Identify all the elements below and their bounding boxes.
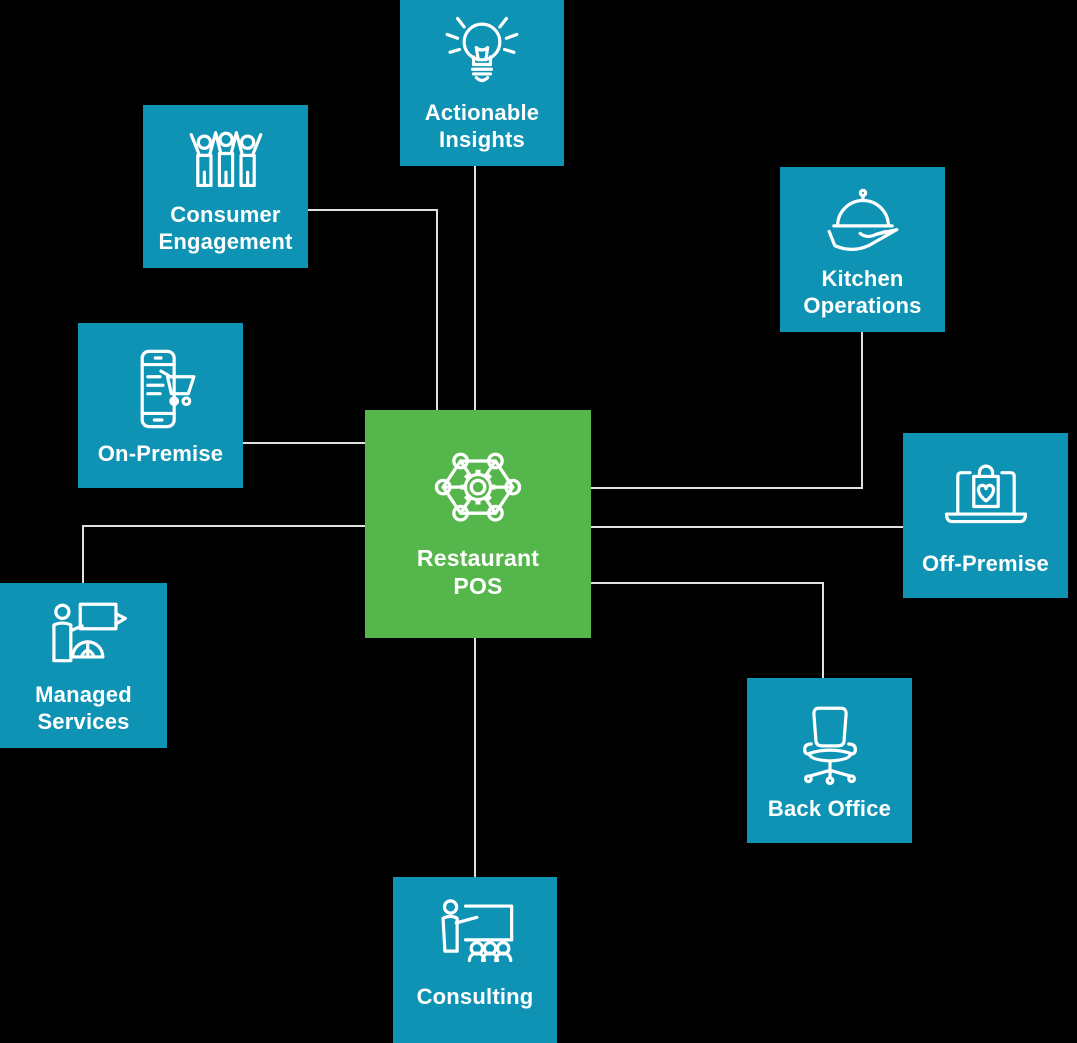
node-restaurant-pos: Restaurant POS <box>365 410 591 638</box>
people-highfive-icon <box>179 119 273 202</box>
node-on-premise: On-Premise <box>78 323 243 488</box>
connector-back-office-v <box>822 582 824 678</box>
lightbulb-icon <box>435 14 529 100</box>
connector-consulting <box>474 638 476 877</box>
connector-consumer-engagement-h <box>308 209 438 211</box>
node-label: On-Premise <box>97 441 224 467</box>
node-off-premise: Off-Premise <box>903 433 1068 598</box>
connector-consumer-engagement-v <box>436 209 438 412</box>
connector-kitchen-operations-h <box>591 487 863 489</box>
phone-cart-icon <box>114 337 208 441</box>
node-managed-services: Managed Services <box>0 583 167 748</box>
connector-on-premise <box>243 442 365 444</box>
node-label: Consumer Engagement <box>158 202 293 255</box>
node-label: Back Office <box>767 796 892 822</box>
node-label: Kitchen Operations <box>803 266 922 319</box>
node-kitchen-operations: Kitchen Operations <box>780 167 945 332</box>
node-back-office: Back Office <box>747 678 912 843</box>
presenter-board-icon <box>428 891 522 984</box>
connector-managed-services-h <box>82 525 365 527</box>
cloche-hand-icon <box>816 181 910 266</box>
connector-back-office-h <box>591 582 824 584</box>
connector-off-premise <box>591 526 903 528</box>
node-label: Actionable Insights <box>424 100 540 153</box>
connector-managed-services-v <box>82 525 84 583</box>
node-actionable-insights: Actionable Insights <box>400 0 564 166</box>
laptop-bag-heart-icon <box>939 447 1033 551</box>
connector-kitchen-operations-v <box>861 332 863 489</box>
node-label: Managed Services <box>35 682 132 735</box>
node-label: Off-Premise <box>922 551 1049 577</box>
network-gear-icon <box>420 436 536 544</box>
node-consumer-engagement: Consumer Engagement <box>143 105 308 268</box>
center-label: Restaurant POS <box>416 544 540 599</box>
connector-actionable-insights <box>474 166 476 412</box>
node-label: Consulting <box>416 984 534 1010</box>
person-flag-globe-icon <box>37 597 131 682</box>
node-consulting: Consulting <box>393 877 557 1043</box>
office-chair-icon <box>783 692 877 796</box>
